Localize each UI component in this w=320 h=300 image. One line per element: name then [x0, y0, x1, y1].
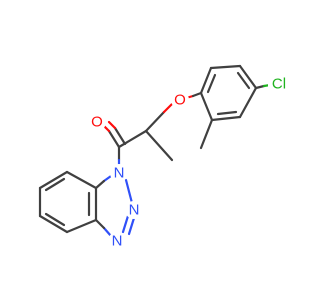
- bond-n1-c7a-a: [102, 174, 113, 183]
- bond-n1-c7a-b: [94, 179, 106, 190]
- bond-aryl-c3-c4: [238, 86, 258, 119]
- carbonyl-oxygen-label: O: [91, 114, 103, 131]
- bond-aryl-c4-c5: [238, 64, 258, 90]
- bond-aryl-c6-c1: [199, 66, 213, 95]
- n1-atom: N: [110, 164, 128, 182]
- n1-label: N: [114, 165, 125, 182]
- bond-n3-c3a-a: [102, 226, 113, 238]
- bond-aryl-methyl: [199, 118, 214, 150]
- n3-atom: N: [108, 232, 126, 250]
- n2-label: N: [129, 202, 140, 219]
- bond-benzo-inner-2: [44, 212, 66, 227]
- n2-atom: N: [125, 201, 143, 219]
- bond-c3a-c4: [65, 218, 98, 234]
- ether-oxygen-atom: O: [171, 91, 189, 109]
- bond-aryl-cl-a: [254, 84, 266, 90]
- bonds: [38, 64, 272, 238]
- bond-ch-methyl: [144, 129, 174, 162]
- chlorine-atom: Cl: [268, 75, 290, 93]
- carbonyl-oxygen-atom: O: [88, 113, 106, 131]
- bond-n3-c3a-b: [94, 218, 106, 230]
- bond-aryl-c2-c3: [210, 115, 242, 122]
- bond-c6-c7: [38, 170, 69, 190]
- bond-carbonyl-c-o-2: [113, 126, 127, 146]
- atom-labels: O O Cl N N N: [88, 75, 290, 250]
- molecule-structure-diagram: O O Cl N N N: [38, 64, 290, 250]
- bond-n2-n3-b: [127, 216, 136, 236]
- bond-ether-o-aryl-b: [191, 91, 203, 98]
- bond-aryl-inner-1: [216, 110, 238, 116]
- bond-c7-c7a: [65, 170, 98, 190]
- bond-aryl-c1-c2: [199, 91, 214, 122]
- bond-benzo-inner-3: [44, 177, 66, 192]
- bond-carbonyl-c-o-1: [107, 129, 121, 149]
- bond-n2-n3-a: [121, 214, 130, 234]
- bond-carbonyl-c-o-2b: [107, 120, 117, 130]
- n3-label: N: [112, 233, 123, 250]
- bond-aryl-inner-3: [206, 73, 217, 94]
- bond-ch-ether-o: [144, 110, 166, 133]
- bond-carbonyl-c-ch: [117, 129, 148, 149]
- bond-aryl-inner-2: [236, 71, 251, 90]
- bond-c4-c5: [38, 214, 69, 234]
- bond-aryl-c5-c6: [209, 64, 242, 70]
- bond-ch-ether-o-b: [162, 102, 174, 114]
- chlorine-label: Cl: [272, 76, 286, 93]
- ether-oxygen-label: O: [174, 92, 186, 109]
- bond-n1-n2: [124, 178, 134, 205]
